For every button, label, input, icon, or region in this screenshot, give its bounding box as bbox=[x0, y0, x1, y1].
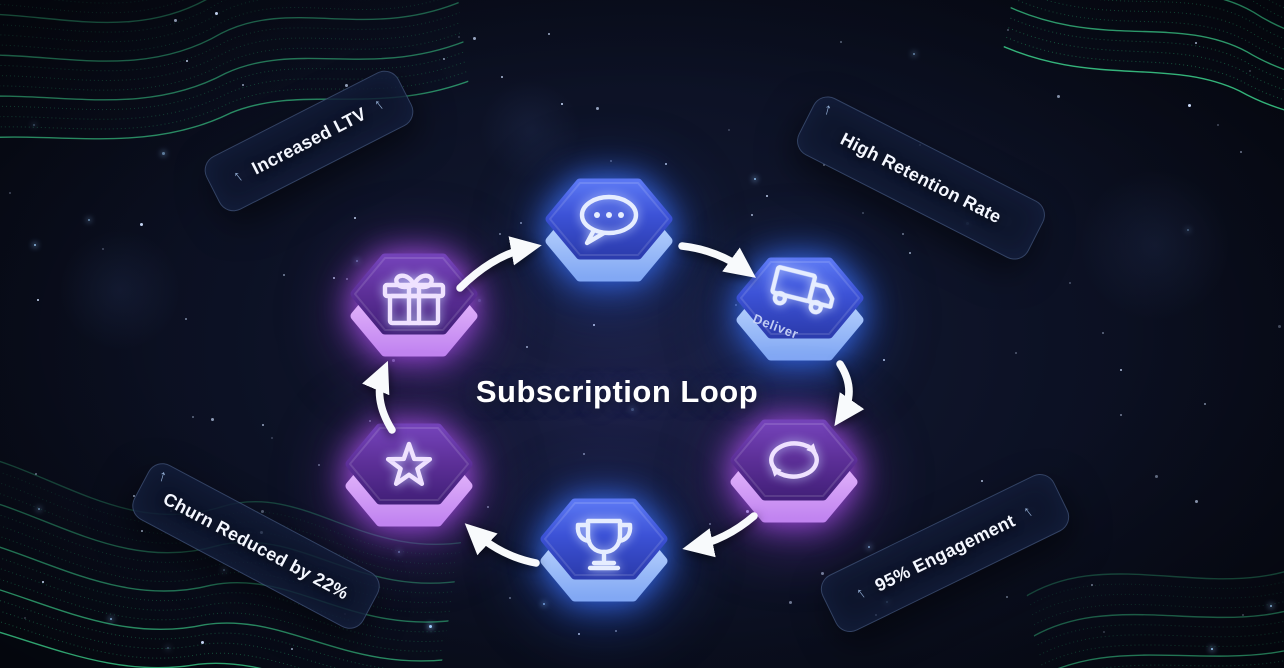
hex-tile-engage bbox=[543, 177, 675, 289]
stat-label: 95% Engagement bbox=[871, 509, 1019, 596]
up-arrow-icon: ↑ bbox=[1019, 502, 1037, 522]
bokeh-blob bbox=[60, 230, 180, 350]
up-arrow-icon: ↑ bbox=[370, 95, 388, 114]
renew-cycle-icon bbox=[769, 441, 819, 479]
delivery-truck-icon bbox=[770, 265, 835, 315]
hex-tile-rate bbox=[343, 422, 475, 534]
stat-label: Churn Reduced by 22% bbox=[160, 488, 353, 603]
bokeh-blob bbox=[1080, 170, 1230, 320]
stat-label: High Retention Rate bbox=[837, 128, 1005, 227]
star-icon bbox=[385, 441, 433, 486]
hex-tile-gift bbox=[348, 252, 480, 364]
trophy-icon bbox=[575, 518, 633, 571]
up-arrow-icon: ↑ bbox=[229, 167, 247, 186]
chat-bubble-icon bbox=[579, 194, 639, 246]
hex-tile-renew bbox=[728, 418, 860, 530]
diagram-title: Subscription Loop bbox=[475, 374, 759, 409]
up-arrow-icon: ↑ bbox=[821, 100, 835, 120]
stat-card-increased-ltv: ↑ Increased LTV ↑ bbox=[199, 65, 419, 217]
stat-label: Increased LTV bbox=[248, 103, 370, 178]
hex-tile-deliver: Deliver bbox=[734, 256, 866, 368]
gift-icon bbox=[382, 273, 446, 326]
up-arrow-icon: ↑ bbox=[156, 467, 170, 486]
bokeh-blob bbox=[480, 80, 580, 180]
hex-tile-reward bbox=[538, 497, 670, 609]
up-arrow-icon: ↑ bbox=[852, 584, 870, 603]
